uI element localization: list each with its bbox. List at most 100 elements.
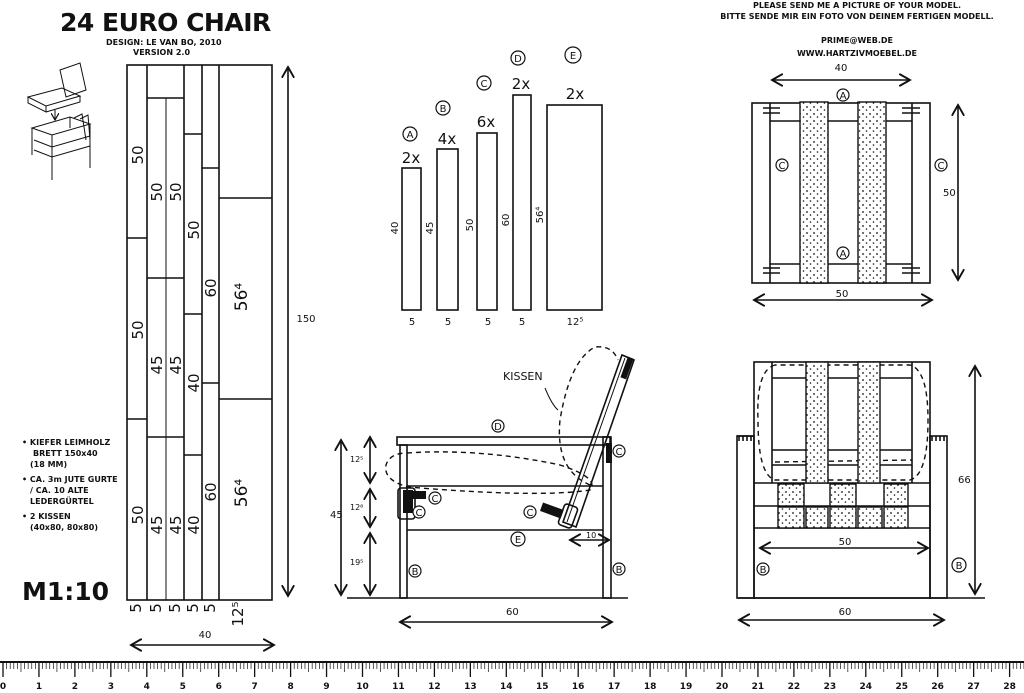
ruler-label: 20: [716, 682, 729, 692]
part-callout: C: [432, 494, 439, 505]
ruler-label: 19: [680, 682, 693, 692]
website-url: WWW.HARTZIVMOEBEL.DE: [797, 49, 917, 58]
dim-label: 12⁵: [350, 455, 363, 464]
material-line: (40x80, 80x80): [30, 523, 98, 532]
part-b: B 4x 45 5: [425, 100, 456, 328]
part-qty: 6x: [477, 113, 496, 131]
dim-label: 60: [506, 607, 519, 618]
part-id: D: [514, 54, 522, 65]
part-width: 5: [409, 317, 415, 328]
jute-strap: [799, 101, 829, 284]
chair-sketch-icon: [26, 62, 92, 180]
part-d: D 2x 60 5: [501, 50, 531, 328]
dim-label: 60: [202, 278, 220, 297]
dim-label: 50: [943, 188, 956, 199]
dim-label: 50: [839, 537, 852, 548]
request-german: BITTE SENDE MIR EIN FOTO VON DEINEM FERT…: [720, 12, 993, 21]
part-callout: A: [840, 249, 847, 260]
dim-label: 60: [202, 482, 220, 501]
jute-strap: [857, 101, 887, 284]
ruler-label: 28: [1003, 682, 1016, 692]
ruler-label: 22: [788, 682, 801, 692]
woven-seat: [777, 483, 909, 529]
part-length: 45: [425, 222, 436, 235]
dim-label: 40: [199, 630, 212, 641]
page-title: 24 EURO CHAIR: [60, 8, 271, 37]
material-line: • KIEFER LEIMHOLZ: [22, 438, 111, 447]
request-english: PLEASE SEND ME A PICTURE OF YOUR MODEL.: [753, 1, 961, 10]
part-a: A 2x 40 5: [390, 126, 420, 328]
ruler-label: 26: [931, 682, 944, 692]
material-line: • CA. 3m JUTE GURTE: [22, 475, 118, 484]
dim-label: 50: [185, 220, 203, 239]
part-id: B: [440, 104, 447, 115]
part-width: 5: [485, 317, 491, 328]
part-length: 56⁴: [535, 207, 546, 224]
dim-label: 45: [167, 515, 185, 534]
side-view-labels: KISSEN D C C C C E B B 45 12⁵ 12⁶ 19⁵ 60…: [330, 370, 626, 618]
ruler-label: 16: [572, 682, 585, 692]
email-address: PRIME@WEB.DE: [821, 36, 893, 45]
part-id: C: [481, 79, 488, 90]
ruler-label: 12: [428, 682, 441, 692]
part-callout: C: [616, 447, 623, 458]
dim-label: 10: [586, 531, 596, 540]
part-callout: A: [840, 91, 847, 102]
material-line: • 2 KISSEN: [22, 512, 71, 521]
cut-plan-lengths: 50 50 50 50 45 45 50 45 45 50 40 40 60 6…: [127, 145, 316, 641]
ruler-label: 27: [967, 682, 980, 692]
ruler-label: 2: [72, 682, 78, 692]
dim-label: 66: [958, 475, 971, 486]
dim-label: 60: [839, 607, 852, 618]
part-callout: B: [412, 567, 419, 578]
part-callout: D: [494, 422, 502, 433]
ruler-label: 0: [0, 682, 6, 692]
part-width: 5: [519, 317, 525, 328]
part-length: 40: [390, 222, 401, 235]
dim-label: 45: [330, 510, 343, 521]
dim-label: 40: [185, 373, 203, 392]
ruler-label: 23: [824, 682, 837, 692]
cushion-label: KISSEN: [503, 370, 543, 383]
ruler-label: 14: [500, 682, 513, 692]
part-c: C 6x 50 5: [465, 75, 496, 328]
scale-label: M1:10: [22, 577, 109, 606]
ruler-label: 9: [323, 682, 329, 692]
part-id: A: [407, 130, 414, 141]
side-view: KISSEN D C C C C E B B 45 12⁵ 12⁶ 19⁵ 60…: [330, 346, 636, 622]
part-callout: B: [760, 565, 767, 576]
ruler-label: 13: [464, 682, 477, 692]
dim-label: 50: [836, 289, 849, 300]
dim-label: 5: [147, 603, 165, 613]
part-callout: B: [616, 565, 623, 576]
material-line: (18 MM): [30, 460, 67, 469]
version-label: VERSION 2.0: [133, 48, 190, 57]
header: 24 EURO CHAIR DESIGN: LE VAN BO, 2010 VE…: [60, 1, 994, 58]
ruler-label: 8: [287, 682, 293, 692]
ruler-label: 5: [180, 682, 186, 692]
part-length: 60: [501, 214, 512, 227]
dim-label: 45: [148, 355, 166, 374]
top-view: 40 50 50 A A C C: [751, 63, 958, 300]
materials-list: • KIEFER LEIMHOLZ BRETT 150x40 (18 MM) •…: [22, 438, 118, 532]
dim-label: 12⁵: [229, 601, 247, 626]
ruler-label: 21: [752, 682, 765, 692]
dim-label: 45: [148, 515, 166, 534]
dim-label: 5: [127, 603, 145, 613]
part-qty: 2x: [566, 85, 585, 103]
dim-label: 45: [167, 355, 185, 374]
part-length: 50: [465, 219, 476, 232]
dim-label: 50: [129, 505, 147, 524]
dim-label: 5: [184, 603, 202, 613]
ruler-label: 7: [252, 682, 258, 692]
part-callout: E: [515, 535, 521, 546]
part-e: E 2x 56⁴ 12⁵: [535, 46, 585, 328]
part-qty: 2x: [512, 75, 531, 93]
dim-label: 19⁵: [350, 558, 363, 567]
ruler-label: 25: [895, 682, 908, 692]
material-line: / CA. 10 ALTE: [30, 486, 89, 495]
dim-label: 40: [835, 63, 848, 74]
dim-label: 50: [129, 320, 147, 339]
